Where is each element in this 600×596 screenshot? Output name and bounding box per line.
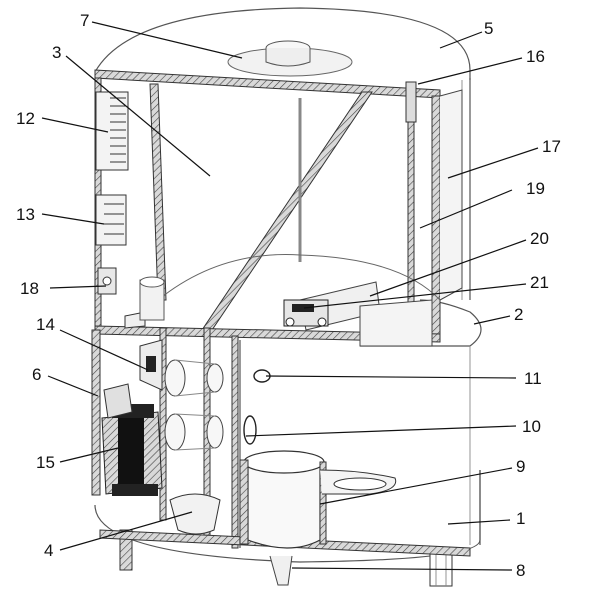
leader-13 — [41, 213, 105, 225]
leader-8 — [291, 567, 513, 571]
callout-20: 20 — [530, 229, 549, 248]
leader-14 — [59, 329, 149, 371]
callout-6: 6 — [32, 365, 41, 384]
board-lower — [95, 194, 127, 246]
callout-4: 4 — [44, 541, 53, 560]
leader-18 — [49, 285, 107, 289]
right-shelf — [359, 299, 433, 347]
callout-14: 14 — [36, 315, 55, 334]
clip — [405, 81, 417, 123]
lower-section — [91, 327, 471, 586]
leader-10 — [245, 425, 517, 437]
callout-19: 19 — [526, 179, 545, 198]
leader-21 — [303, 283, 527, 309]
beaker-rim — [243, 450, 325, 474]
callout-13: 13 — [16, 205, 35, 224]
leader-11 — [265, 375, 517, 379]
leader-19 — [419, 189, 513, 229]
hopper-wall-right — [431, 95, 441, 339]
callout-labels: 7 3 5 16 12 17 19 13 20 21 18 2 14 6 11 … — [16, 11, 561, 580]
leader-5 — [439, 31, 483, 49]
callout-15: 15 — [36, 453, 55, 472]
leader-20 — [369, 239, 527, 297]
outer-left-wall — [91, 329, 101, 496]
leader-lines — [41, 21, 539, 571]
callout-12: 12 — [16, 109, 35, 128]
leader-15 — [59, 447, 119, 463]
callout-10: 10 — [522, 417, 541, 436]
callout-16: 16 — [526, 47, 545, 66]
callout-5: 5 — [484, 19, 493, 38]
callout-17: 17 — [542, 137, 561, 156]
inner-tube — [407, 91, 415, 331]
top-lid — [94, 7, 471, 80]
leader-12 — [41, 117, 109, 133]
upper-chamber — [94, 69, 463, 347]
floor-plate — [157, 254, 441, 301]
drain-spout — [269, 555, 293, 586]
callout-18: 18 — [20, 279, 39, 298]
leader-17 — [447, 147, 539, 179]
callout-7: 7 — [80, 11, 89, 30]
callout-21: 21 — [530, 273, 549, 292]
ring-lower — [243, 415, 257, 445]
leader-1 — [447, 519, 511, 525]
side-panel — [439, 89, 463, 301]
lower-cup — [169, 493, 221, 535]
callout-1: 1 — [516, 509, 525, 528]
leader-4 — [59, 511, 193, 551]
leader-6 — [47, 375, 99, 397]
callout-2: 2 — [514, 305, 523, 324]
leader-3 — [65, 55, 211, 177]
leader-2 — [473, 315, 511, 325]
foot-left — [119, 529, 133, 571]
leader-9 — [319, 467, 513, 505]
lid-knob-side — [265, 48, 311, 67]
beaker — [247, 462, 321, 549]
callout-8: 8 — [516, 561, 525, 580]
leader-16 — [417, 57, 523, 85]
callout-3: 3 — [52, 43, 61, 62]
callout-11: 11 — [524, 369, 542, 388]
callout-9: 9 — [516, 457, 525, 476]
leader-7 — [91, 21, 243, 59]
